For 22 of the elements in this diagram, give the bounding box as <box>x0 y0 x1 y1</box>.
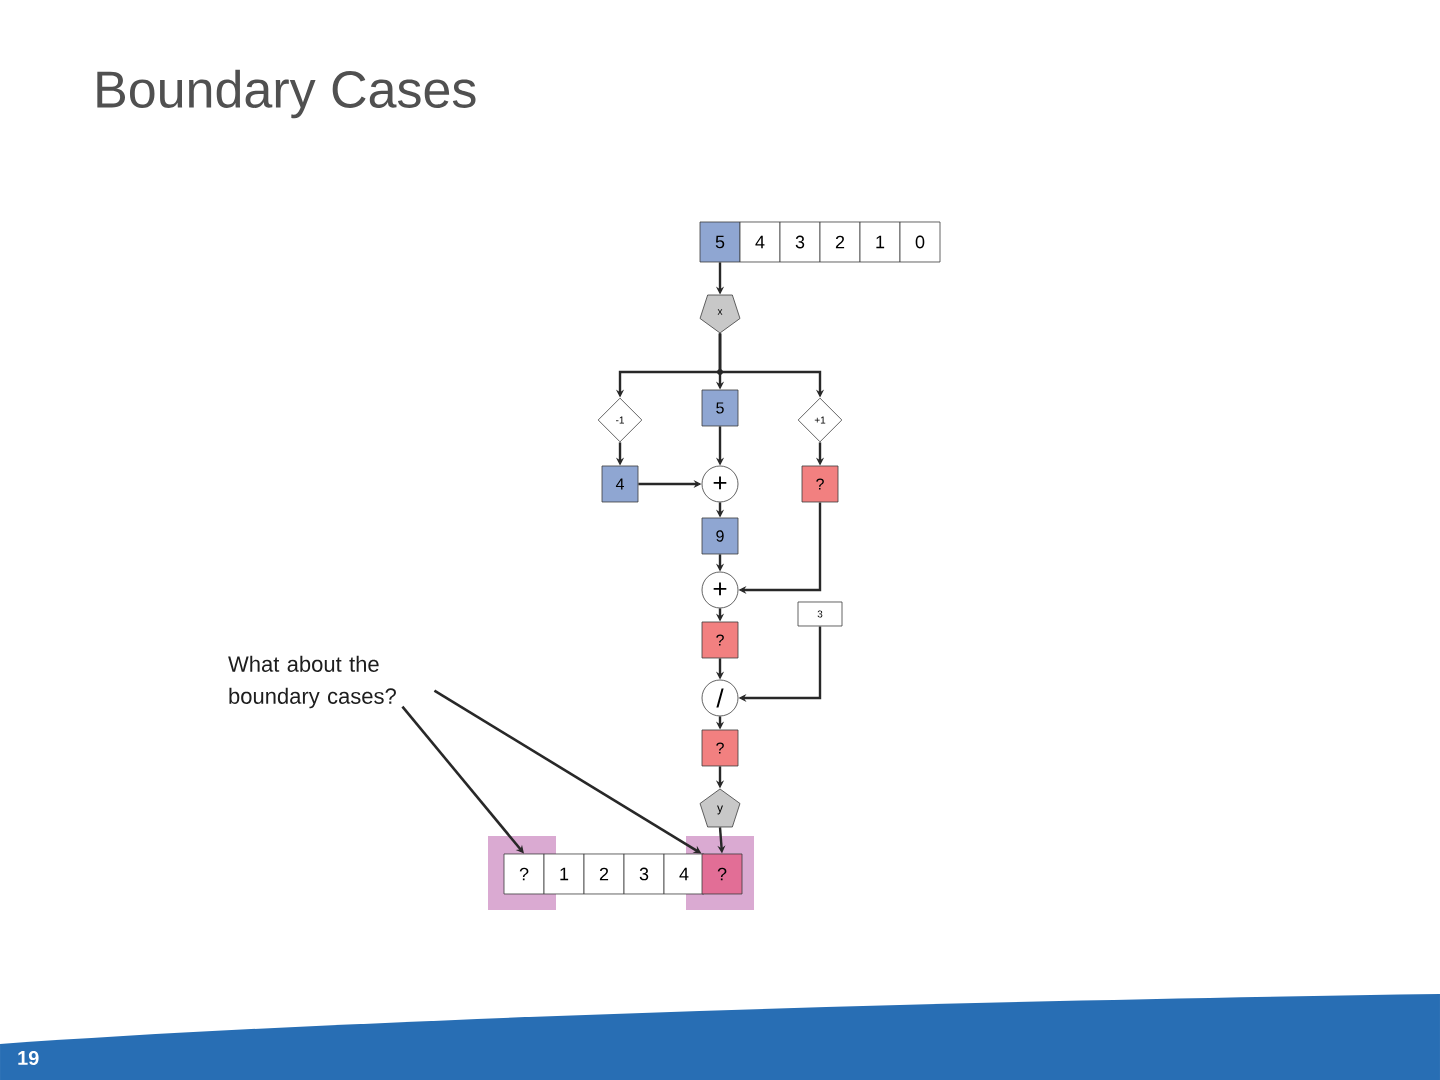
array-cell: 1 <box>859 221 901 263</box>
array-cell: 2 <box>819 221 861 263</box>
array-cell: 0 <box>899 221 941 263</box>
value-box: ? <box>701 621 739 659</box>
value-box: 9 <box>701 517 739 555</box>
array-cell: 3 <box>623 853 665 895</box>
array-cell: ? <box>701 853 743 895</box>
value-box: 4 <box>601 465 639 503</box>
array-cell: 4 <box>663 853 705 895</box>
array-cell: 4 <box>739 221 781 263</box>
leader-arrow <box>401 705 524 854</box>
array-cell: 3 <box>779 221 821 263</box>
array-cell: 1 <box>543 853 585 895</box>
array-cell: 5 <box>699 221 741 263</box>
array-cell: ? <box>503 853 545 895</box>
page-number: 19 <box>18 1050 39 1066</box>
value-box: 5 <box>701 389 739 427</box>
question-text: What about the boundary cases? <box>228 655 396 709</box>
value-box: ? <box>701 729 739 767</box>
array-cell: 2 <box>583 853 625 895</box>
title: Boundary Cases <box>97 69 476 119</box>
value-box: ? <box>801 465 839 503</box>
